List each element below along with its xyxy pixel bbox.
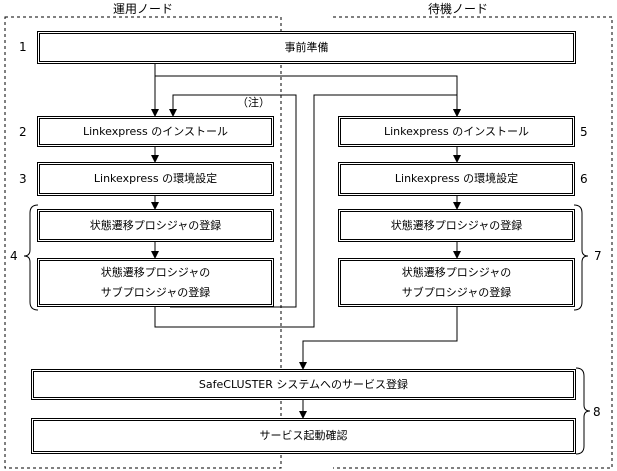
step4-subprocedure-line1: 状態遷移プロシジャの bbox=[100, 265, 211, 279]
step4-subprocedure-box: 状態遷移プロシジャの サブプロシジャの登録 bbox=[37, 258, 274, 307]
step8-service-register-label: SafeCLUSTER システムへのサービス登録 bbox=[198, 377, 409, 391]
standby-lane-border bbox=[333, 16, 613, 469]
braces bbox=[23, 204, 591, 455]
active-lane-border bbox=[4, 16, 282, 469]
note-label: （注） bbox=[237, 96, 270, 109]
step4-register-box: 状態遷移プロシジャの登録 bbox=[37, 209, 274, 242]
step-number-4: 4 bbox=[10, 249, 18, 263]
step2-label: Linkexpress のインストール bbox=[83, 124, 228, 138]
step7-subprocedure-line2: サブプロシジャの登録 bbox=[401, 285, 512, 299]
step1-label: 事前準備 bbox=[284, 40, 329, 54]
brace-step7 bbox=[573, 204, 589, 311]
brace-step8 bbox=[575, 367, 591, 455]
step7-subprocedure-box: 状態遷移プロシジャの サブプロシジャの登録 bbox=[338, 258, 575, 307]
step6-label: Linkexpress の環境設定 bbox=[394, 172, 519, 185]
step8-service-check-box: サービス起動確認 bbox=[31, 418, 576, 454]
arrow-s4b-to-s8 bbox=[154, 94, 461, 328]
connectors bbox=[151, 64, 461, 419]
step3-label: Linkexpress の環境設定 bbox=[93, 172, 218, 185]
step-number-1: 1 bbox=[19, 40, 27, 54]
step8-service-check-label: サービス起動確認 bbox=[259, 429, 348, 442]
step1-box: 事前準備 bbox=[37, 31, 576, 64]
arrow-s7-to-s8 bbox=[299, 307, 458, 370]
step6-box: Linkexpress の環境設定 bbox=[338, 162, 575, 196]
step-number-6: 6 bbox=[580, 172, 588, 186]
arrow-s1-to-s5 bbox=[155, 75, 461, 117]
step5-box: Linkexpress のインストール bbox=[338, 116, 575, 147]
step-number-7: 7 bbox=[594, 249, 602, 263]
step7-subprocedure-line1: 状態遷移プロシジャの bbox=[401, 265, 512, 279]
step7-register-label: 状態遷移プロシジャの登録 bbox=[390, 218, 523, 232]
step-number-8: 8 bbox=[593, 405, 601, 419]
step3-box: Linkexpress の環境設定 bbox=[37, 162, 274, 196]
arrow-s4-to-s5 bbox=[169, 94, 297, 308]
step4-register-label: 状態遷移プロシジャの登録 bbox=[89, 218, 222, 232]
step5-label: Linkexpress のインストール bbox=[384, 124, 529, 138]
step2-box: Linkexpress のインストール bbox=[37, 116, 274, 147]
active-lane-title: 運用ノード bbox=[113, 2, 174, 16]
step8-service-register-box: SafeCLUSTER システムへのサービス登録 bbox=[31, 369, 576, 400]
brace-step4 bbox=[23, 204, 39, 311]
step4-subprocedure-line2: サブプロシジャの登録 bbox=[100, 285, 211, 299]
step-number-5: 5 bbox=[580, 125, 588, 139]
step-number-2: 2 bbox=[19, 125, 27, 139]
step-number-3: 3 bbox=[19, 172, 27, 186]
standby-lane-title: 待機ノード bbox=[428, 2, 489, 16]
lane-borders bbox=[4, 16, 613, 469]
step7-register-box: 状態遷移プロシジャの登録 bbox=[338, 209, 575, 242]
